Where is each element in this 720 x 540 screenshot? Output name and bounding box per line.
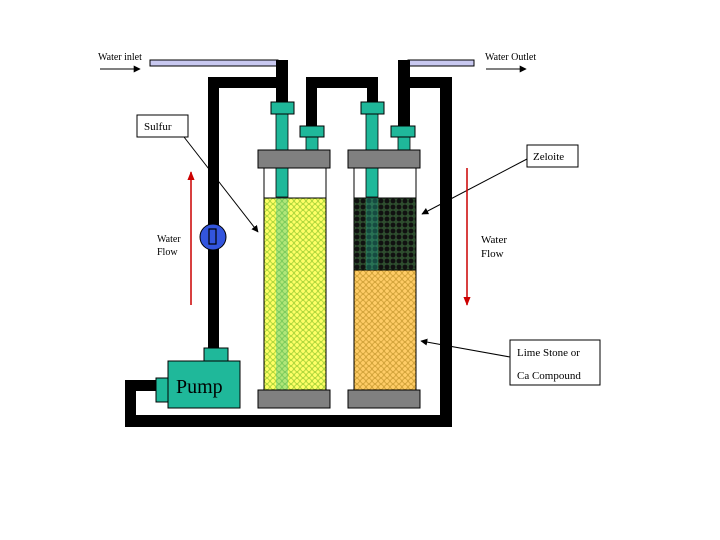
right-column-bottom-cap	[347, 389, 421, 409]
water-flow-right-line2: Flow	[481, 248, 504, 260]
outlet-bar	[407, 59, 475, 67]
water-flow-left-line1: Water	[157, 234, 181, 245]
water-outlet-label: Water Outlet	[485, 52, 536, 63]
pump: Pump	[155, 347, 241, 409]
water-flow-left-line2: Flow	[157, 247, 178, 258]
water-flow-right-line1: Water	[481, 234, 507, 246]
sulfur-column-top-cap	[257, 149, 331, 169]
zeolite-label: Zeloite	[533, 151, 564, 163]
zeolite-media	[353, 197, 417, 271]
sulfur-callout-box	[136, 114, 189, 138]
sulfur-column	[257, 101, 331, 409]
limestone-callout-box	[509, 339, 601, 386]
valve	[199, 223, 227, 251]
inlet-bar	[149, 59, 279, 67]
zeolite-limestone-column	[347, 101, 421, 409]
sulfur-label: Sulfur	[144, 121, 172, 133]
water-inlet-label: Water inlet	[98, 52, 142, 63]
zeolite-callout-box	[526, 144, 579, 168]
sulfur-leader	[183, 136, 259, 233]
zeolite-leader	[421, 158, 528, 215]
limestone-media	[353, 269, 417, 393]
limestone-leader	[420, 338, 511, 358]
sulfur-media	[263, 197, 327, 393]
sulfur-column-bottom-cap	[257, 389, 331, 409]
limestone-label-line1: Lime Stone or	[517, 347, 580, 359]
limestone-label-line2: Ca Compound	[517, 370, 581, 382]
pipe-network	[125, 60, 452, 427]
right-column-top-cap	[347, 149, 421, 169]
pump-label: Pump	[176, 376, 223, 398]
